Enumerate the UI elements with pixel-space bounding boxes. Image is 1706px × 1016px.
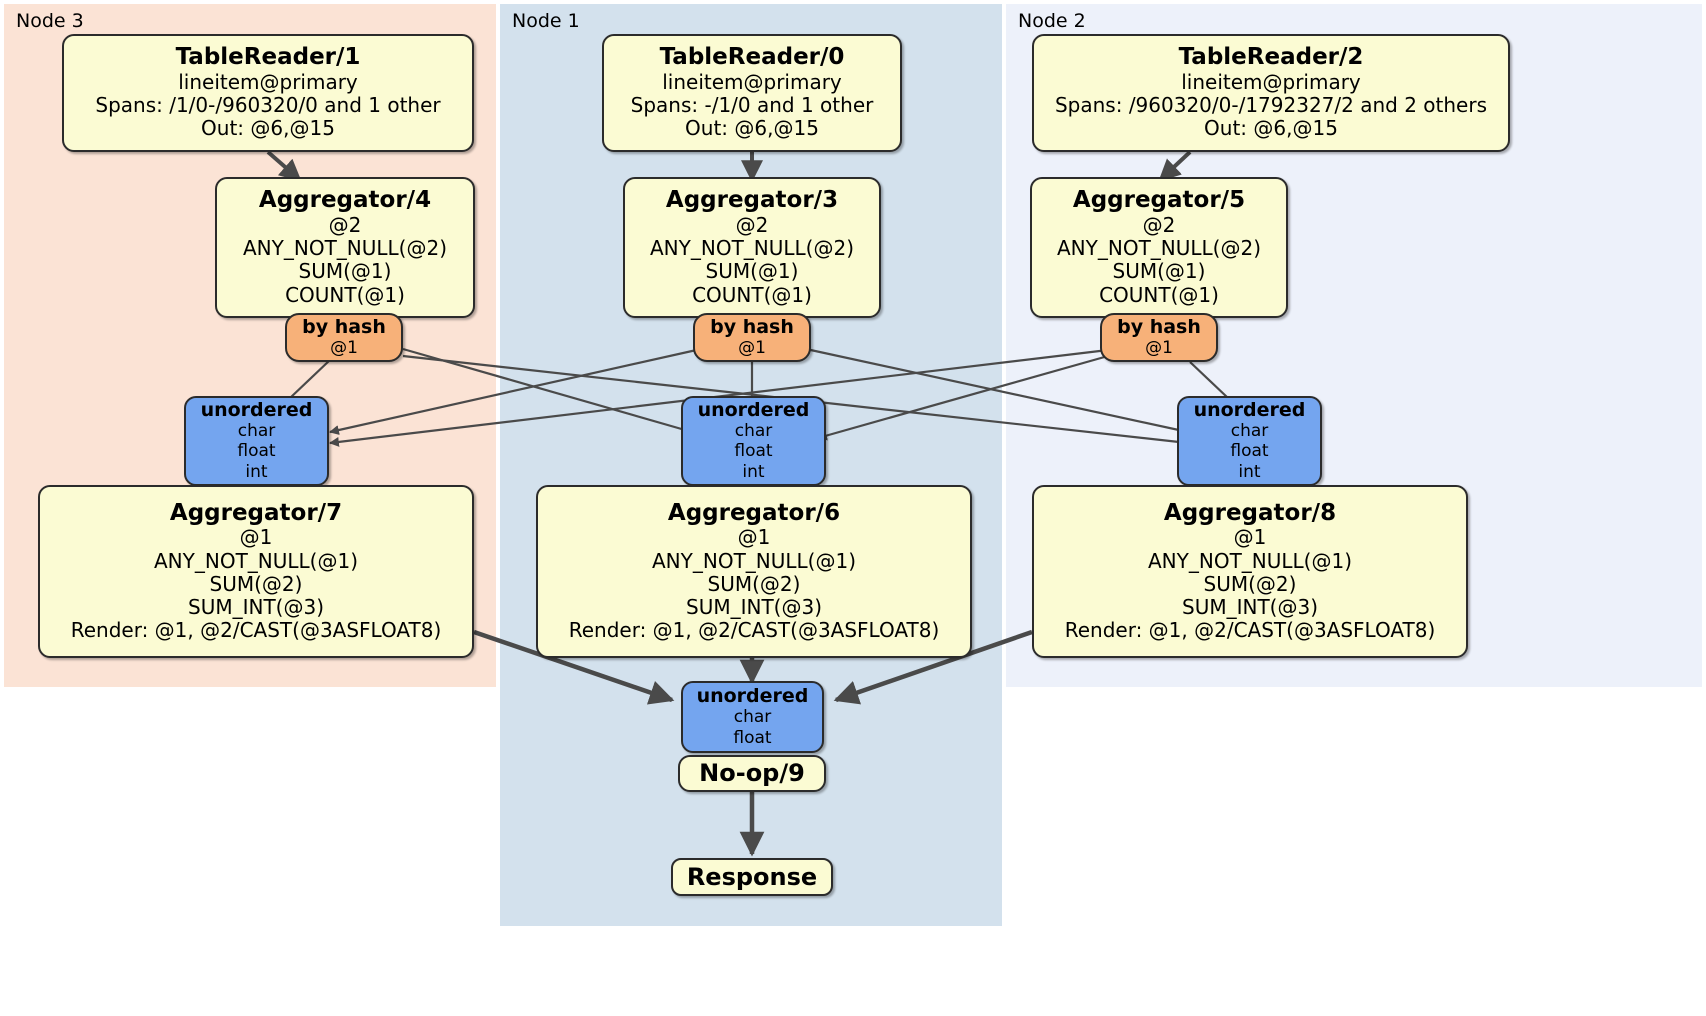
hash-right-title: by hash — [1117, 315, 1201, 338]
sync-mid-type1: char — [734, 421, 773, 442]
sync-mid-title: unordered — [697, 398, 810, 421]
aggregator-3-agg1: ANY_NOT_NULL(@2) — [650, 236, 854, 261]
aggregator-8-group: @1 — [1233, 525, 1267, 550]
processor-aggregator-8[interactable]: Aggregator/8 @1 ANY_NOT_NULL(@1) SUM(@2)… — [1032, 485, 1468, 658]
aggregator-4-agg2: SUM(@1) — [298, 259, 392, 284]
aggregator-5-title: Aggregator/5 — [1072, 187, 1246, 214]
aggregator-8-agg1: ANY_NOT_NULL(@1) — [1148, 548, 1352, 573]
hash-left-column: @1 — [330, 337, 358, 358]
node-panel-label-node3: Node 3 — [16, 10, 84, 32]
hash-mid-title: by hash — [710, 315, 794, 338]
tablereader-0-title: TableReader/0 — [659, 44, 845, 71]
processor-aggregator-3[interactable]: Aggregator/3 @2 ANY_NOT_NULL(@2) SUM(@1)… — [623, 177, 881, 318]
aggregator-4-agg1: ANY_NOT_NULL(@2) — [243, 236, 447, 261]
hash-right-column: @1 — [1145, 337, 1173, 358]
tablereader-0-out: Out: @6,@15 — [685, 116, 819, 141]
sync-right-type2: float — [1230, 441, 1269, 462]
processor-tablereader-0[interactable]: TableReader/0 lineitem@primary Spans: -/… — [602, 34, 902, 152]
node-panel-label-node1: Node 1 — [512, 10, 580, 32]
aggregator-3-agg2: SUM(@1) — [705, 259, 799, 284]
aggregator-7-render: Render: @1, @2/CAST(@3ASFLOAT8) — [70, 618, 442, 643]
processor-response[interactable]: Response — [671, 858, 833, 896]
tablereader-2-table: lineitem@primary — [1181, 70, 1361, 95]
sync-mid-type2: float — [734, 441, 773, 462]
aggregator-5-agg1: ANY_NOT_NULL(@2) — [1057, 236, 1261, 261]
aggregator-4-title: Aggregator/4 — [258, 187, 432, 214]
aggregator-4-agg3: COUNT(@1) — [285, 282, 405, 307]
aggregator-7-group: @1 — [239, 525, 273, 550]
noop-9-title: No-op/9 — [699, 759, 805, 788]
tablereader-2-title: TableReader/2 — [1178, 44, 1364, 71]
tablereader-2-out: Out: @6,@15 — [1204, 116, 1338, 141]
aggregator-7-agg3: SUM_INT(@3) — [188, 594, 324, 619]
processor-tablereader-1[interactable]: TableReader/1 lineitem@primary Spans: /1… — [62, 34, 474, 152]
processor-aggregator-4[interactable]: Aggregator/4 @2 ANY_NOT_NULL(@2) SUM(@1)… — [215, 177, 475, 318]
router-hash-right[interactable]: by hash @1 — [1100, 313, 1218, 362]
tablereader-0-table: lineitem@primary — [662, 70, 842, 95]
tablereader-1-spans: Spans: /1/0-/960320/0 and 1 other — [95, 93, 441, 118]
sync-final-title: unordered — [696, 684, 809, 707]
sync-mid-type3: int — [742, 461, 765, 482]
processor-aggregator-6[interactable]: Aggregator/6 @1 ANY_NOT_NULL(@1) SUM(@2)… — [536, 485, 972, 658]
aggregator-8-title: Aggregator/8 — [1163, 499, 1337, 526]
processor-noop-9[interactable]: No-op/9 — [678, 755, 826, 792]
aggregator-5-group: @2 — [1142, 213, 1176, 237]
aggregator-3-agg3: COUNT(@1) — [692, 282, 812, 307]
processor-aggregator-5[interactable]: Aggregator/5 @2 ANY_NOT_NULL(@2) SUM(@1)… — [1030, 177, 1288, 318]
processor-tablereader-2[interactable]: TableReader/2 lineitem@primary Spans: /9… — [1032, 34, 1510, 152]
tablereader-0-spans: Spans: -/1/0 and 1 other — [630, 93, 874, 118]
sync-left-type2: float — [237, 441, 276, 462]
tablereader-1-title: TableReader/1 — [175, 44, 361, 71]
node-panel-label-node2: Node 2 — [1018, 10, 1086, 32]
router-hash-left[interactable]: by hash @1 — [285, 313, 403, 362]
aggregator-7-agg2: SUM(@2) — [209, 571, 303, 596]
synchronizer-left[interactable]: unordered char float int — [184, 396, 329, 486]
synchronizer-final[interactable]: unordered char float — [681, 681, 824, 753]
aggregator-3-title: Aggregator/3 — [665, 187, 839, 214]
sync-final-type2: float — [733, 727, 772, 748]
sync-left-type1: char — [237, 421, 276, 442]
processor-aggregator-7[interactable]: Aggregator/7 @1 ANY_NOT_NULL(@1) SUM(@2)… — [38, 485, 474, 658]
aggregator-6-render: Render: @1, @2/CAST(@3ASFLOAT8) — [568, 618, 940, 643]
aggregator-6-agg3: SUM_INT(@3) — [686, 594, 822, 619]
synchronizer-mid[interactable]: unordered char float int — [681, 396, 826, 486]
tablereader-1-out: Out: @6,@15 — [201, 116, 335, 141]
aggregator-8-agg2: SUM(@2) — [1203, 571, 1297, 596]
aggregator-6-title: Aggregator/6 — [667, 499, 841, 526]
aggregator-3-group: @2 — [735, 213, 769, 237]
router-hash-mid[interactable]: by hash @1 — [693, 313, 811, 362]
aggregator-8-render: Render: @1, @2/CAST(@3ASFLOAT8) — [1064, 618, 1436, 643]
sync-right-type3: int — [1238, 461, 1261, 482]
aggregator-6-agg2: SUM(@2) — [707, 571, 801, 596]
tablereader-1-table: lineitem@primary — [178, 70, 358, 95]
aggregator-5-agg3: COUNT(@1) — [1099, 282, 1219, 307]
hash-left-title: by hash — [302, 315, 386, 338]
sync-left-title: unordered — [200, 398, 313, 421]
aggregator-6-agg1: ANY_NOT_NULL(@1) — [652, 548, 856, 573]
tablereader-2-spans: Spans: /960320/0-/1792327/2 and 2 others — [1054, 93, 1487, 118]
sync-left-type3: int — [245, 461, 268, 482]
aggregator-4-group: @2 — [328, 213, 362, 237]
aggregator-7-title: Aggregator/7 — [169, 499, 343, 526]
aggregator-5-agg2: SUM(@1) — [1112, 259, 1206, 284]
aggregator-8-agg3: SUM_INT(@3) — [1182, 594, 1318, 619]
aggregator-6-group: @1 — [737, 525, 771, 550]
synchronizer-right[interactable]: unordered char float int — [1177, 396, 1322, 486]
sync-right-type1: char — [1230, 421, 1269, 442]
aggregator-7-agg1: ANY_NOT_NULL(@1) — [154, 548, 358, 573]
sync-final-type1: char — [733, 707, 772, 728]
hash-mid-column: @1 — [738, 337, 766, 358]
response-title: Response — [686, 862, 818, 891]
sync-right-title: unordered — [1193, 398, 1306, 421]
